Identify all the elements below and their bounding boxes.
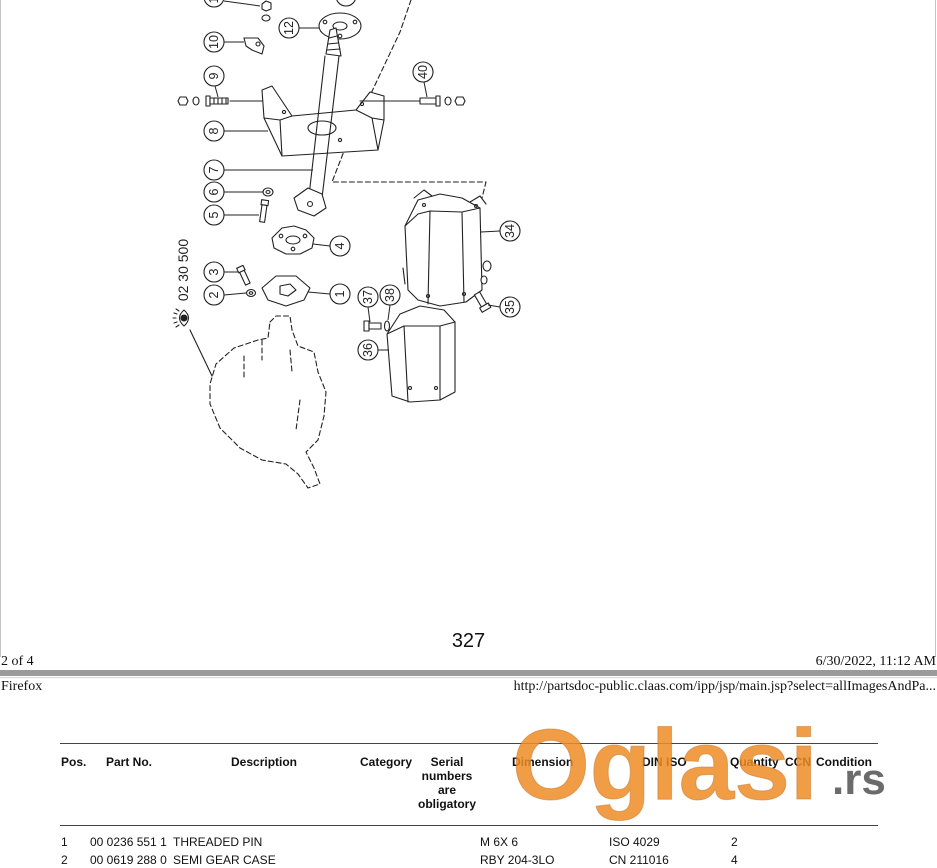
cell-pos: 1 bbox=[61, 835, 68, 849]
svg-text:3: 3 bbox=[207, 268, 221, 275]
page-frame-left bbox=[0, 0, 1, 657]
callout-36: 36 bbox=[357, 339, 389, 361]
eye-icon bbox=[172, 308, 190, 328]
part-36-tube bbox=[386, 305, 456, 403]
cell-dimension: RBY 204-3LO bbox=[480, 853, 555, 867]
svg-text:4: 4 bbox=[333, 242, 347, 249]
part-8-bracket bbox=[261, 85, 385, 157]
col-header-category: Category bbox=[360, 755, 413, 769]
callout-12: 12 bbox=[278, 17, 319, 39]
cell-din-iso: CN 211016 bbox=[609, 853, 669, 867]
callout-1: 1 bbox=[307, 283, 351, 305]
col-header-ccn: CCN bbox=[785, 755, 811, 769]
callout-7: 7 bbox=[203, 159, 313, 181]
callout-11: 11 bbox=[203, 0, 261, 8]
svg-text:2: 2 bbox=[207, 291, 221, 298]
table-header-rule bbox=[60, 825, 878, 826]
cell-quantity: 2 bbox=[731, 835, 738, 849]
svg-text:38: 38 bbox=[383, 288, 397, 302]
col-header-quantity: Quantity bbox=[730, 755, 779, 769]
cell-din-iso: ISO 4029 bbox=[609, 835, 660, 849]
col-header-din-iso: DIN ISO bbox=[642, 755, 687, 769]
callout-38: 38 bbox=[379, 284, 401, 321]
cell-description: THREADED PIN bbox=[173, 835, 263, 849]
col-header-pos: Pos. bbox=[61, 755, 87, 769]
watermark-brand: Oglasi bbox=[512, 709, 819, 821]
callout-10: 10 bbox=[203, 31, 244, 53]
callout-partial-top bbox=[336, 0, 356, 7]
part-3-bolt bbox=[236, 264, 251, 286]
svg-text:10: 10 bbox=[207, 35, 221, 49]
part-37-bolt bbox=[363, 320, 382, 332]
svg-text:12: 12 bbox=[282, 21, 296, 35]
callout-40: 40 bbox=[412, 61, 434, 98]
col-header-dimension: Dimension bbox=[512, 755, 574, 769]
page-frame-right bbox=[935, 0, 936, 657]
callout-34: 34 bbox=[480, 220, 521, 242]
col-header-serial: Serial numbers are obligatory bbox=[417, 755, 476, 811]
svg-text:36: 36 bbox=[361, 343, 375, 357]
part-12-flange bbox=[318, 12, 362, 40]
part-38-washer bbox=[383, 320, 391, 332]
part-11-nut bbox=[261, 0, 272, 22]
callout-6: 6 bbox=[203, 181, 263, 203]
table-row: 2 00 0619 288 0 SEMI GEAR CASE RBY 204-3… bbox=[0, 853, 937, 867]
svg-text:1: 1 bbox=[333, 290, 347, 297]
col-header-description: Description bbox=[231, 755, 298, 769]
part-10-clip bbox=[243, 37, 265, 55]
watermark-tld: .rs bbox=[832, 755, 886, 804]
callout-4: 4 bbox=[312, 235, 351, 257]
cell-part-no: 00 0619 288 0 bbox=[90, 853, 167, 867]
print-timestamp: 6/30/2022, 11:12 AM bbox=[815, 654, 936, 669]
browser-name: Firefox bbox=[1, 679, 43, 694]
svg-text:35: 35 bbox=[503, 300, 517, 314]
callout-35: 35 bbox=[487, 296, 521, 318]
svg-text:11: 11 bbox=[207, 0, 221, 3]
view-leader-line bbox=[189, 329, 213, 377]
callout-37: 37 bbox=[357, 286, 379, 323]
page-number: 327 bbox=[451, 630, 486, 652]
svg-text:5: 5 bbox=[207, 211, 221, 218]
part-5-bolt bbox=[259, 199, 270, 223]
part-6-nut bbox=[262, 187, 274, 197]
svg-text:6: 6 bbox=[207, 188, 221, 195]
callout-8: 8 bbox=[203, 120, 268, 142]
page-separator-line bbox=[0, 677, 937, 678]
callout-9: 9 bbox=[203, 65, 225, 98]
gearbox-outline bbox=[209, 315, 327, 489]
svg-text:34: 34 bbox=[503, 224, 517, 238]
cell-dimension: M 6X 6 bbox=[480, 835, 519, 849]
callout-5: 5 bbox=[203, 204, 259, 226]
part-40-bolt bbox=[359, 95, 466, 107]
part-9-bolt bbox=[177, 95, 263, 107]
drawing-number: 02 30 500 bbox=[175, 239, 191, 301]
part-7-shaft bbox=[293, 27, 342, 217]
table-row: 1 00 0236 551 1 THREADED PIN M 6X 6 ISO … bbox=[0, 835, 937, 849]
callout-3: 3 bbox=[203, 261, 239, 283]
svg-text:9: 9 bbox=[207, 72, 221, 79]
exploded-parts-diagram: 02 30 500 bbox=[172, 0, 521, 489]
part-1-hub bbox=[261, 275, 311, 307]
part-4-coupling bbox=[271, 225, 315, 255]
callout-2: 2 bbox=[203, 284, 247, 306]
table-top-rule bbox=[60, 743, 878, 744]
page-url: http://partsdoc-public.claas.com/ipp/jsp… bbox=[513, 679, 936, 694]
part-34-tube bbox=[402, 189, 487, 307]
col-header-part-no: Part No. bbox=[106, 755, 153, 769]
cell-quantity: 4 bbox=[731, 853, 738, 867]
svg-text:7: 7 bbox=[207, 166, 221, 173]
cell-description: SEMI GEAR CASE bbox=[173, 853, 276, 867]
part-2-washer bbox=[245, 288, 257, 298]
cell-part-no: 00 0236 551 1 bbox=[90, 835, 167, 849]
svg-text:37: 37 bbox=[361, 290, 375, 304]
page-counter: 2 of 4 bbox=[1, 654, 34, 669]
col-header-condition: Condition bbox=[816, 755, 872, 769]
cell-pos: 2 bbox=[61, 853, 68, 867]
page-separator bbox=[0, 670, 937, 676]
part-35-bolt bbox=[473, 260, 492, 313]
svg-text:40: 40 bbox=[416, 65, 430, 79]
svg-text:8: 8 bbox=[207, 127, 221, 134]
